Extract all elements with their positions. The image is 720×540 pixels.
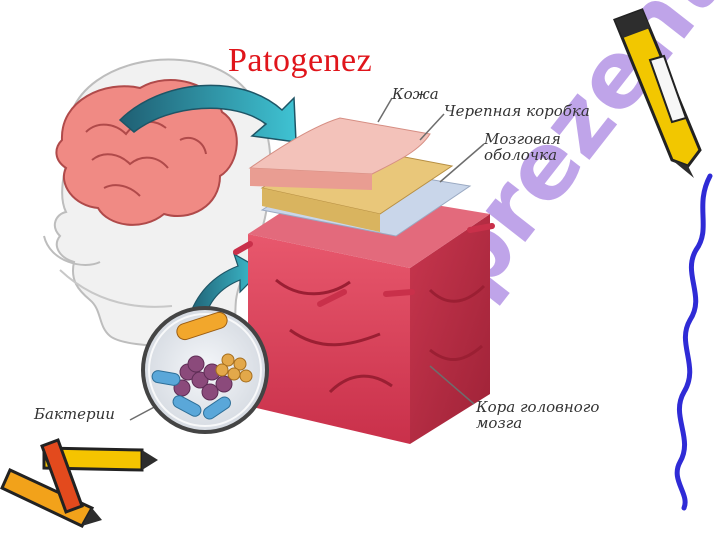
pencil-clipart-top-right: [613, 8, 702, 178]
page-title: Patogenez: [228, 42, 373, 79]
label-cortex-line2: мозга: [476, 414, 523, 432]
label-cortex-line1: Кора головного: [476, 398, 600, 416]
brain-illustration: [55, 79, 238, 226]
label-skull: Черепная коробка: [444, 102, 590, 120]
tissue-cross-section: [233, 117, 495, 444]
label-meninges: Мозговая оболочка: [484, 131, 594, 163]
label-skin: Кожа: [392, 85, 439, 103]
decorative-squiggle-border: [674, 173, 713, 511]
label-cortex: Кора головного мозга: [476, 399, 636, 431]
label-bacteria: Бактерии: [34, 405, 115, 423]
label-meninges-line2: оболочка: [484, 146, 558, 164]
label-meninges-line1: Мозговая: [484, 130, 561, 148]
label-leaders: [129, 97, 485, 421]
bacteria-magnifier: [141, 306, 269, 434]
crayons-clipart-bottom-left: [0, 438, 158, 528]
